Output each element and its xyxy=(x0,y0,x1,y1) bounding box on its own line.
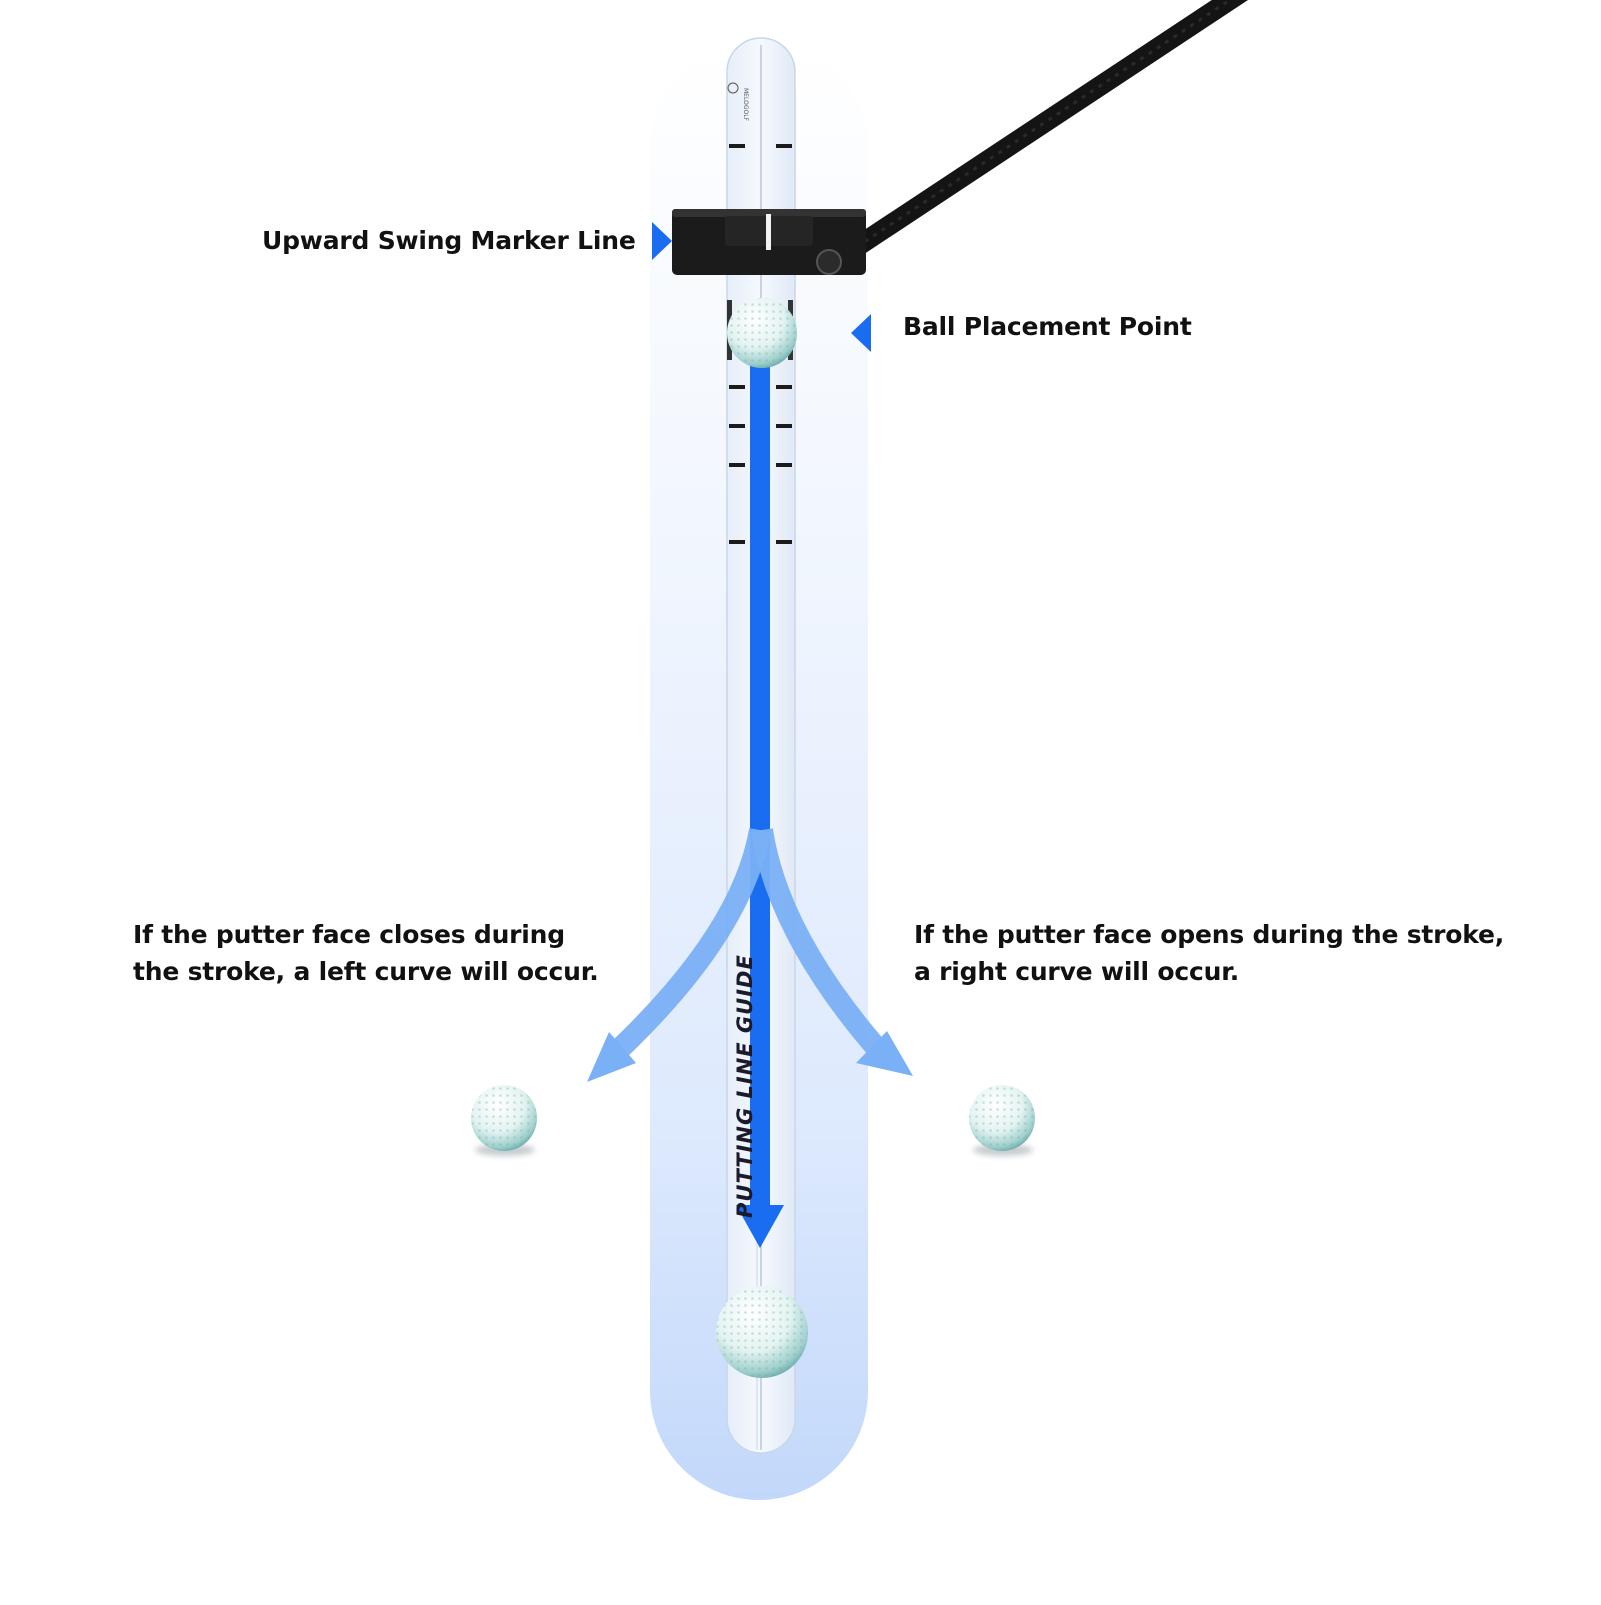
svg-text:MELOGOLF: MELOGOLF xyxy=(742,88,749,122)
triangle-right-icon xyxy=(652,222,672,260)
left-curve-arrow xyxy=(587,828,771,1082)
right-curve-caption: If the putter face opens during the stro… xyxy=(914,916,1534,990)
right-curve-arrow xyxy=(751,828,913,1076)
ball-placement-label: Ball Placement Point xyxy=(903,312,1192,341)
left-curve-caption-line: If the putter face closes during xyxy=(133,920,565,949)
right-curve-caption-line: If the putter face opens during the stro… xyxy=(914,920,1505,949)
left-curve-caption-line: the stroke, a left curve will occur. xyxy=(133,957,599,986)
right-curve-caption-line: a right curve will occur. xyxy=(914,957,1240,986)
straight-path-arrow xyxy=(736,365,784,1248)
mat-text: PUTTING LINE GUIDE xyxy=(733,954,757,1218)
upward-swing-marker-label: Upward Swing Marker Line xyxy=(262,226,636,255)
golf-ball-icon xyxy=(727,298,797,368)
golf-ball-icon xyxy=(716,1286,808,1378)
left-curve-caption: If the putter face closes during the str… xyxy=(133,916,633,990)
triangle-left-icon xyxy=(851,314,871,352)
golf-ball-icon xyxy=(471,1085,537,1156)
putter-head-icon xyxy=(672,209,866,275)
golf-ball-icon xyxy=(969,1085,1035,1156)
brand-logo: MELOGOLF xyxy=(727,82,749,122)
